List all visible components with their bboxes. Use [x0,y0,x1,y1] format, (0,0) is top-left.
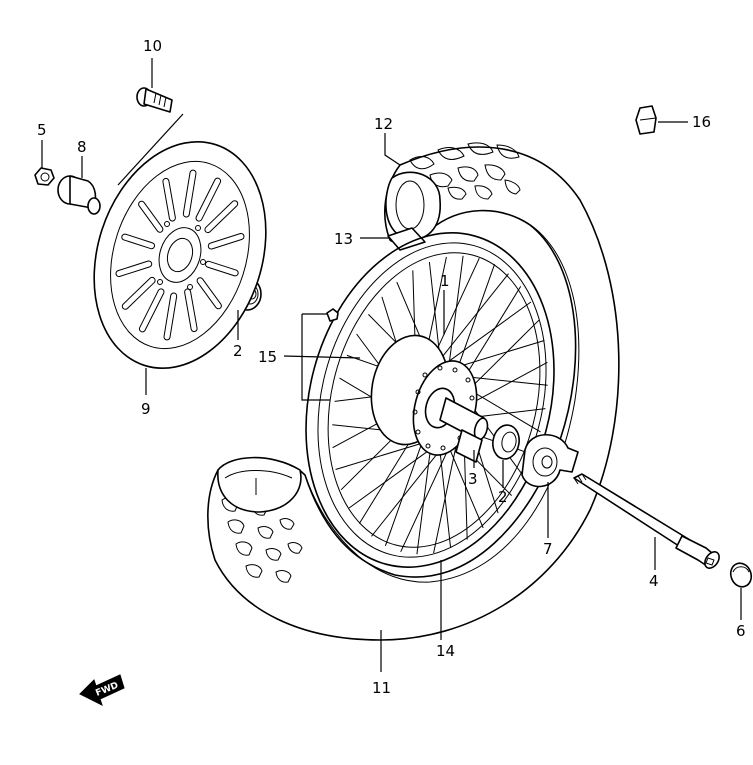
disc-slot [164,293,177,340]
spoke [416,442,432,555]
brake-disc [93,141,267,369]
disc-slot [163,178,175,221]
callout-13: 13 [334,230,353,248]
callout-2-right: 2 [498,488,508,506]
spoke [433,432,460,554]
spoke [434,273,509,367]
callout-12: 12 [374,115,393,133]
tire-cut-opening-bottom [217,456,302,513]
callout-3: 3 [468,470,478,488]
spoke [443,301,532,366]
disc-slot [116,261,152,276]
disc-slot [122,234,154,249]
spoke [465,361,548,407]
disc-cutouts [115,169,245,341]
tire-inner-edge [304,214,580,583]
hub-collar [57,175,101,215]
valve-cap [635,105,657,135]
front-axle [573,473,720,569]
speedometer-gearbox [521,434,579,488]
forward-arrow-icon [79,674,125,706]
callout-1: 1 [440,272,450,290]
wheel-rim [305,232,555,568]
spoke [335,440,430,470]
disc-slot [185,289,197,332]
spoke [464,319,540,395]
callout-9: 9 [141,400,151,418]
spoke [400,439,453,553]
disc-slot [206,261,238,276]
callout-16: 16 [692,113,711,131]
spoke [448,255,464,368]
callout-labels: 10 5 8 12 16 13 1 2 15 9 3 2 7 4 6 14 11 [37,37,746,697]
wheel-spokes [332,255,548,555]
nut [34,167,55,186]
disc-slot [208,234,244,249]
disc-bolt [136,87,173,113]
spoke [450,340,545,370]
callout-14: 14 [436,642,455,660]
spoke [438,444,452,549]
axle-cap [729,562,753,588]
spacer [455,429,483,463]
disc-slot [183,170,196,217]
callout-4: 4 [649,572,659,590]
callout-2-left: 2 [233,342,243,360]
disc-slot [139,201,163,232]
callout-11: 11 [372,679,391,697]
callout-7: 7 [543,540,553,558]
tire [207,142,620,641]
spoke [371,443,446,537]
callout-6: 6 [736,622,746,640]
disc-slot [205,201,238,233]
callout-5: 5 [37,121,47,139]
spoke [348,444,437,509]
callout-10: 10 [143,37,162,55]
rim-band [387,227,426,251]
spoke [455,264,496,374]
disc-bolt-holes [157,221,206,290]
spoke-nipple [326,308,339,322]
wheel-bearing-right [492,424,520,460]
callout-8: 8 [77,138,87,156]
spoke [384,436,425,546]
disc-slot [139,289,164,332]
forward-direction-badge: FWD [79,674,125,706]
disc-slot [122,277,155,309]
disc-slot [196,178,221,221]
callout-15: 15 [258,348,277,366]
disc-slot [197,278,221,309]
spoke [461,286,522,383]
leader-lines [41,58,742,672]
